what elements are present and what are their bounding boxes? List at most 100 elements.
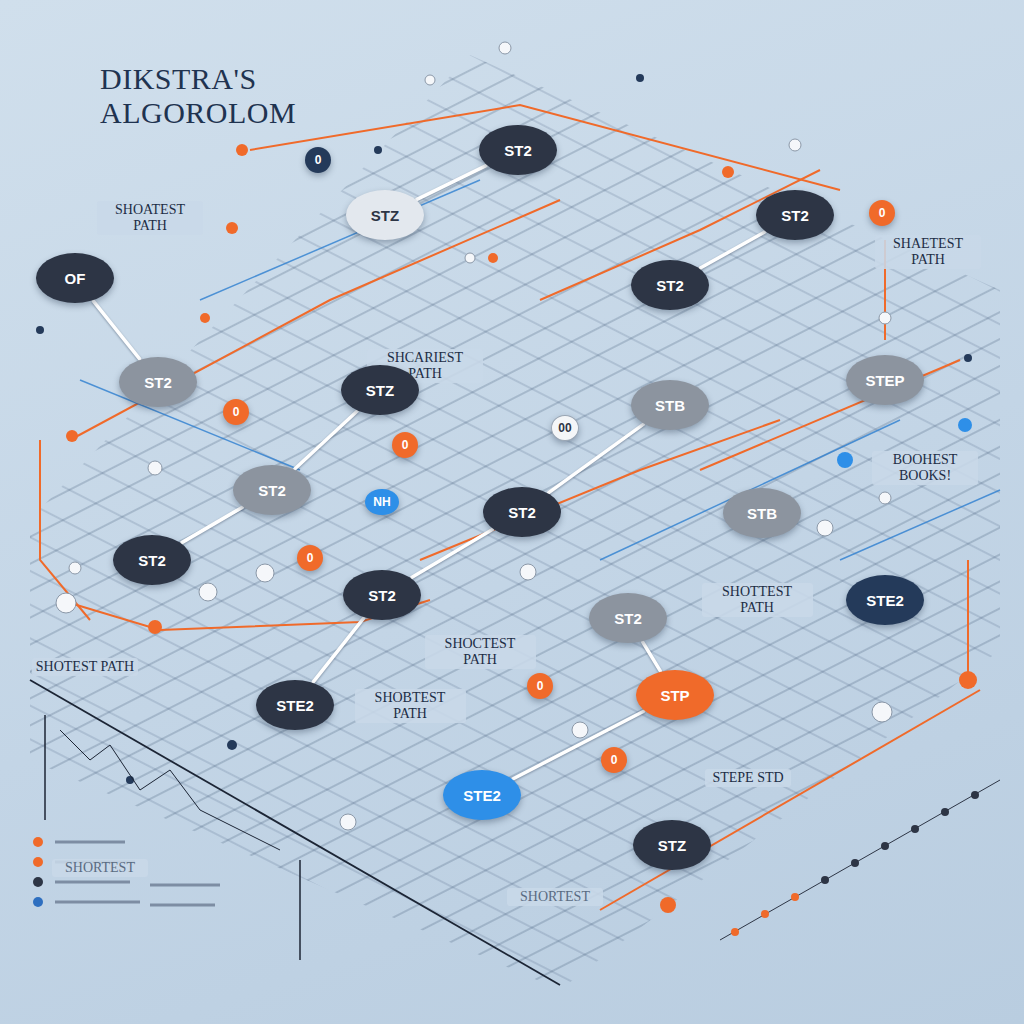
step-node: STZ xyxy=(346,190,424,240)
dot xyxy=(425,75,435,85)
dot xyxy=(488,253,498,263)
step-node: STP xyxy=(636,670,714,720)
dot xyxy=(636,74,644,82)
node-text: 00 xyxy=(558,421,571,435)
path-label: SHOTTEST PATH xyxy=(702,583,813,617)
node-text: ST2 xyxy=(144,374,172,391)
dot xyxy=(722,166,734,178)
orange-path xyxy=(600,690,980,910)
grid-lines xyxy=(30,55,1000,990)
orange-path xyxy=(250,105,840,190)
node-text: STE2 xyxy=(463,787,501,804)
dot xyxy=(879,312,891,324)
small-node: 0 xyxy=(601,747,627,773)
dot xyxy=(33,877,43,887)
dot xyxy=(340,814,356,830)
dot xyxy=(36,326,44,334)
dot xyxy=(761,910,769,918)
node-text: ST2 xyxy=(368,587,396,604)
dot xyxy=(872,702,892,722)
dot xyxy=(56,593,76,613)
node-text: STZ xyxy=(658,837,686,854)
dot xyxy=(33,857,43,867)
step-node: STB xyxy=(723,488,801,538)
path-label: SHAETEST PATH xyxy=(875,235,981,269)
dot xyxy=(817,520,833,536)
node-text: STZ xyxy=(371,207,399,224)
connector xyxy=(295,411,357,468)
path-label: SHOBTEST PATH xyxy=(355,689,466,723)
small-node: 0 xyxy=(392,432,418,458)
chain-line xyxy=(720,780,1000,940)
step-node: ST2 xyxy=(233,465,311,515)
dot xyxy=(731,928,739,936)
diagram-title: DIKSTRA'S ALGOROLOM xyxy=(100,62,310,130)
dot xyxy=(821,876,829,884)
node-text: 0 xyxy=(537,679,544,693)
legend-dots xyxy=(33,837,220,907)
blue-path xyxy=(840,490,1000,560)
small-node: NH xyxy=(365,489,398,515)
dot xyxy=(791,893,799,901)
dot xyxy=(941,808,949,816)
step-node: ST2 xyxy=(479,125,557,175)
node-text: 0 xyxy=(233,405,240,419)
small-node: 0 xyxy=(869,200,895,226)
bar xyxy=(150,904,215,907)
orange-paths xyxy=(40,105,980,910)
dot xyxy=(789,139,801,151)
dot xyxy=(572,722,588,738)
dot xyxy=(851,859,859,867)
connector xyxy=(417,166,486,200)
node-text: 0 xyxy=(402,438,409,452)
step-node: STE2 xyxy=(846,575,924,625)
bar xyxy=(55,881,130,884)
dot xyxy=(879,492,891,504)
axis-line xyxy=(299,860,301,960)
dot xyxy=(148,461,162,475)
node-text: STE2 xyxy=(866,592,904,609)
small-node: 0 xyxy=(305,147,331,173)
dot xyxy=(499,42,511,54)
chart-line xyxy=(60,730,280,850)
node-text: ST2 xyxy=(656,277,684,294)
dot xyxy=(200,313,210,323)
node-text: 0 xyxy=(611,753,618,767)
path-label: STEPE STD xyxy=(705,769,791,787)
small-node: 0 xyxy=(297,545,323,571)
dot xyxy=(199,583,217,601)
blue-path xyxy=(200,180,480,300)
blue-paths xyxy=(80,180,1000,560)
connector xyxy=(313,618,363,682)
dot xyxy=(227,740,237,750)
bar xyxy=(55,841,125,844)
node-text: OF xyxy=(65,270,86,287)
dot xyxy=(837,452,853,468)
path-label: SHOCTEST PATH xyxy=(425,635,536,669)
node-text: 0 xyxy=(879,206,886,220)
small-node: 00 xyxy=(551,415,578,441)
step-node: STZ xyxy=(341,365,419,415)
node-text: STEP xyxy=(865,372,904,389)
dot xyxy=(881,842,889,850)
connector xyxy=(643,642,660,671)
dot xyxy=(33,897,43,907)
step-node: ST2 xyxy=(113,535,191,585)
orange-path xyxy=(967,560,969,680)
node-text: STB xyxy=(655,397,685,414)
axis-line xyxy=(30,680,560,985)
node-text: STB xyxy=(747,505,777,522)
node-text: STZ xyxy=(366,382,394,399)
dot xyxy=(465,253,475,263)
chart-axes xyxy=(30,680,560,985)
dot xyxy=(33,837,43,847)
blue-path xyxy=(600,420,900,560)
node-text: 0 xyxy=(315,153,322,167)
connector xyxy=(700,232,764,268)
dot xyxy=(69,562,81,574)
path-label: SHOATEST PATH xyxy=(97,201,203,235)
step-node: ST2 xyxy=(631,260,709,310)
path-label: SHORTEST xyxy=(52,859,148,877)
step-node: ST2 xyxy=(119,357,197,407)
dot xyxy=(256,564,274,582)
